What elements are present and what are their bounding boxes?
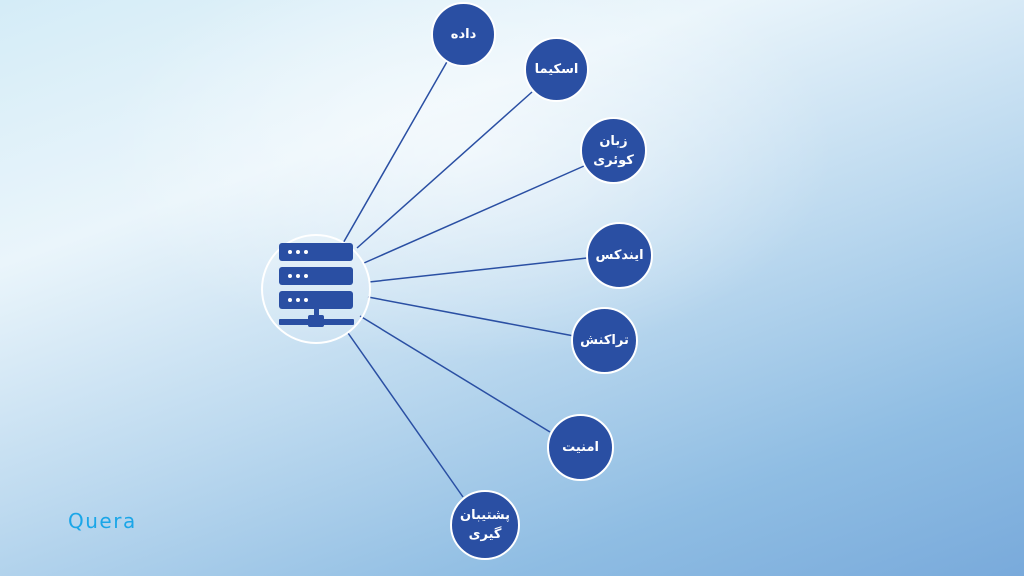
connector-index — [368, 257, 588, 283]
connector-transaction — [367, 296, 575, 337]
node-security: امنیت — [547, 414, 614, 481]
quera-logo: Quera — [68, 509, 137, 533]
node-backup: پشتیبان گیری — [450, 490, 520, 560]
node-data: داده — [431, 2, 496, 67]
node-query-language: زبان کوئری — [580, 117, 647, 184]
connector-schema — [356, 91, 533, 249]
server-rack-icon — [279, 243, 354, 327]
connector-backup — [347, 332, 464, 498]
connector-data — [341, 59, 449, 246]
node-schema: اسکیما — [524, 37, 589, 102]
node-index: ایندکس — [586, 222, 653, 289]
connector-query-language — [363, 165, 585, 264]
node-transaction: تراکنش — [571, 307, 638, 374]
connector-security — [359, 315, 551, 433]
